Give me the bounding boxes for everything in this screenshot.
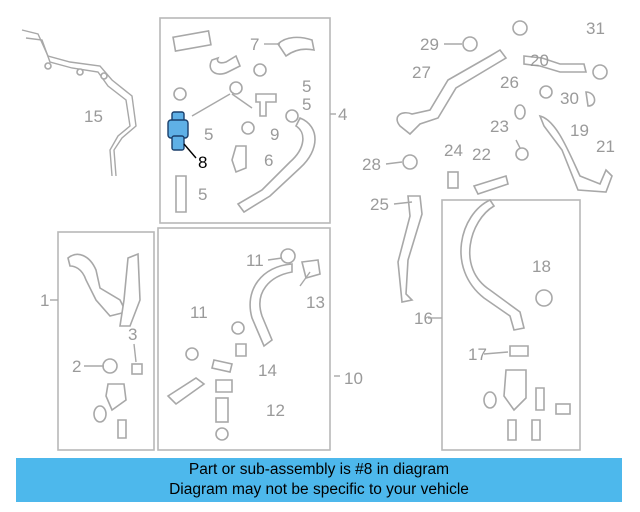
group-4-parts <box>172 30 316 214</box>
callout-22: 22 <box>472 145 491 164</box>
callout-30: 30 <box>560 89 579 108</box>
callout-25: 25 <box>370 195 389 214</box>
callout-12: 12 <box>266 401 285 420</box>
callout-2: 2 <box>72 357 81 376</box>
info-banner: Part or sub-assembly is #8 in diagram Di… <box>16 458 622 502</box>
callout-3: 3 <box>128 325 137 344</box>
callout-27: 27 <box>412 63 431 82</box>
group-10-parts <box>166 248 321 441</box>
callout-29: 29 <box>420 35 439 54</box>
callout-1: 1 <box>40 291 49 310</box>
exploded-parts-diagram: 1 2 3 4 5 5 5 5 6 7 8 9 10 11 11 12 13 1… <box>21 17 615 451</box>
callout-10: 10 <box>344 369 363 388</box>
callout-5-a: 5 <box>302 77 311 96</box>
callout-5-b: 5 <box>302 95 311 114</box>
leader-lines <box>50 43 521 377</box>
callout-13: 13 <box>306 293 325 312</box>
callout-15: 15 <box>84 107 103 126</box>
callout-16: 16 <box>414 309 433 328</box>
group-box-4 <box>159 17 331 224</box>
group-box-16 <box>441 199 581 451</box>
callout-8: 8 <box>198 153 207 172</box>
callout-11-a: 11 <box>246 251 264 270</box>
callout-18: 18 <box>532 257 551 276</box>
callout-20: 20 <box>530 51 549 70</box>
callout-23: 23 <box>490 117 509 136</box>
callout-17: 17 <box>468 345 487 364</box>
callout-9: 9 <box>270 125 279 144</box>
callout-5-c: 5 <box>204 125 213 144</box>
callout-7: 7 <box>250 35 259 54</box>
banner-line-2: Diagram may not be specific to your vehi… <box>169 481 469 498</box>
group-1-parts <box>67 252 143 439</box>
part-8-highlighted <box>167 111 197 159</box>
callout-21: 21 <box>596 137 615 156</box>
right-side-parts <box>396 20 613 441</box>
callout-31: 31 <box>586 19 605 38</box>
callout-5-d: 5 <box>198 185 207 204</box>
banner-line-1: Part or sub-assembly is #8 in diagram <box>188 461 450 478</box>
group-box-1 <box>57 231 155 451</box>
callout-4: 4 <box>338 105 347 124</box>
callout-24: 24 <box>444 141 463 160</box>
part-15-pipe <box>21 29 137 177</box>
callout-26: 26 <box>500 73 519 92</box>
group-box-10 <box>157 227 331 451</box>
callout-19: 19 <box>570 121 589 140</box>
callout-14: 14 <box>258 361 277 380</box>
callout-11-b: 11 <box>190 303 208 322</box>
callout-6: 6 <box>264 151 273 170</box>
callout-28: 28 <box>362 155 381 174</box>
